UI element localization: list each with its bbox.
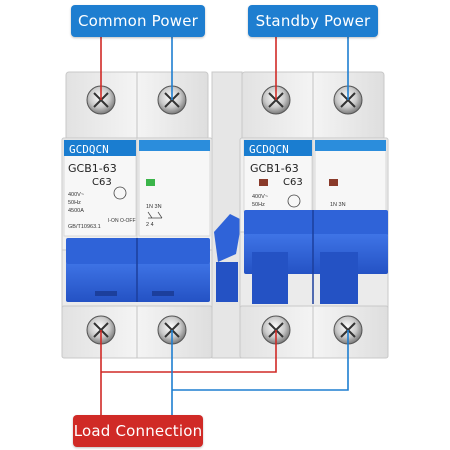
left-spec-3: 4500A xyxy=(68,208,84,214)
right-handle-top[interactable] xyxy=(244,210,388,236)
right-indicator-light-1 xyxy=(259,179,268,186)
right-breaker: GCDQCN GCB1-63 C63 400V~ 50Hz 1N 3N xyxy=(239,71,389,359)
right-label-panel-2 xyxy=(314,139,387,213)
left-label-header-2 xyxy=(139,140,210,151)
left-cert-mark-icon xyxy=(113,186,127,200)
left-switch-symbol-icon xyxy=(147,211,163,219)
right-handle-stem-2 xyxy=(320,252,358,304)
left-breaker: GCDQCN GCB1-63 C63 400V~ 50Hz 4500A GB/T… xyxy=(61,71,213,359)
right-handle-stem-1 xyxy=(252,252,288,304)
right-label-header-2 xyxy=(315,140,386,151)
load-wire-red xyxy=(100,330,277,415)
standby-power-callout: Standby Power xyxy=(248,5,378,37)
left-handle-top[interactable] xyxy=(66,238,210,264)
right-spec-2: 50Hz xyxy=(252,202,265,208)
left-label-panel-2 xyxy=(138,139,211,237)
left-handle-slot-1 xyxy=(95,291,117,296)
right-terminal-marks-top: 1N 3N xyxy=(330,202,346,208)
interlock-lever[interactable] xyxy=(214,214,242,262)
right-rating-text: C63 xyxy=(283,177,303,188)
left-rating-text: C63 xyxy=(92,177,112,188)
left-terminal-marks-bottom: 2 4 xyxy=(146,222,154,228)
power-wires xyxy=(100,37,349,415)
right-model-text: GCB1-63 xyxy=(250,162,299,175)
right-indicator-light-2 xyxy=(329,179,338,186)
left-handle-slot-2 xyxy=(152,291,174,296)
right-label-header xyxy=(244,140,312,156)
load-connection-callout: Load Connection xyxy=(73,415,203,447)
left-standard-text: GB/T10963.1 xyxy=(68,224,101,230)
left-label-header xyxy=(64,140,136,156)
left-model-text: GCB1-63 xyxy=(68,162,117,175)
left-spec-1: 400V~ xyxy=(68,192,84,198)
common-power-callout: Common Power xyxy=(71,5,205,37)
left-switch-marks: I-ON O-OFF xyxy=(108,218,136,224)
right-brand-text: GCDQCN xyxy=(249,143,289,156)
left-brand-text: GCDQCN xyxy=(69,143,109,156)
left-spec-2: 50Hz xyxy=(68,200,81,206)
right-cert-mark-icon xyxy=(287,194,301,208)
mechanical-interlock xyxy=(211,71,243,359)
left-handle-base xyxy=(66,262,210,302)
right-spec-1: 400V~ xyxy=(252,194,268,200)
left-terminal-marks-top: 1N 3N xyxy=(146,204,162,210)
load-wire-blue xyxy=(171,330,349,415)
left-indicator-light xyxy=(146,179,155,186)
